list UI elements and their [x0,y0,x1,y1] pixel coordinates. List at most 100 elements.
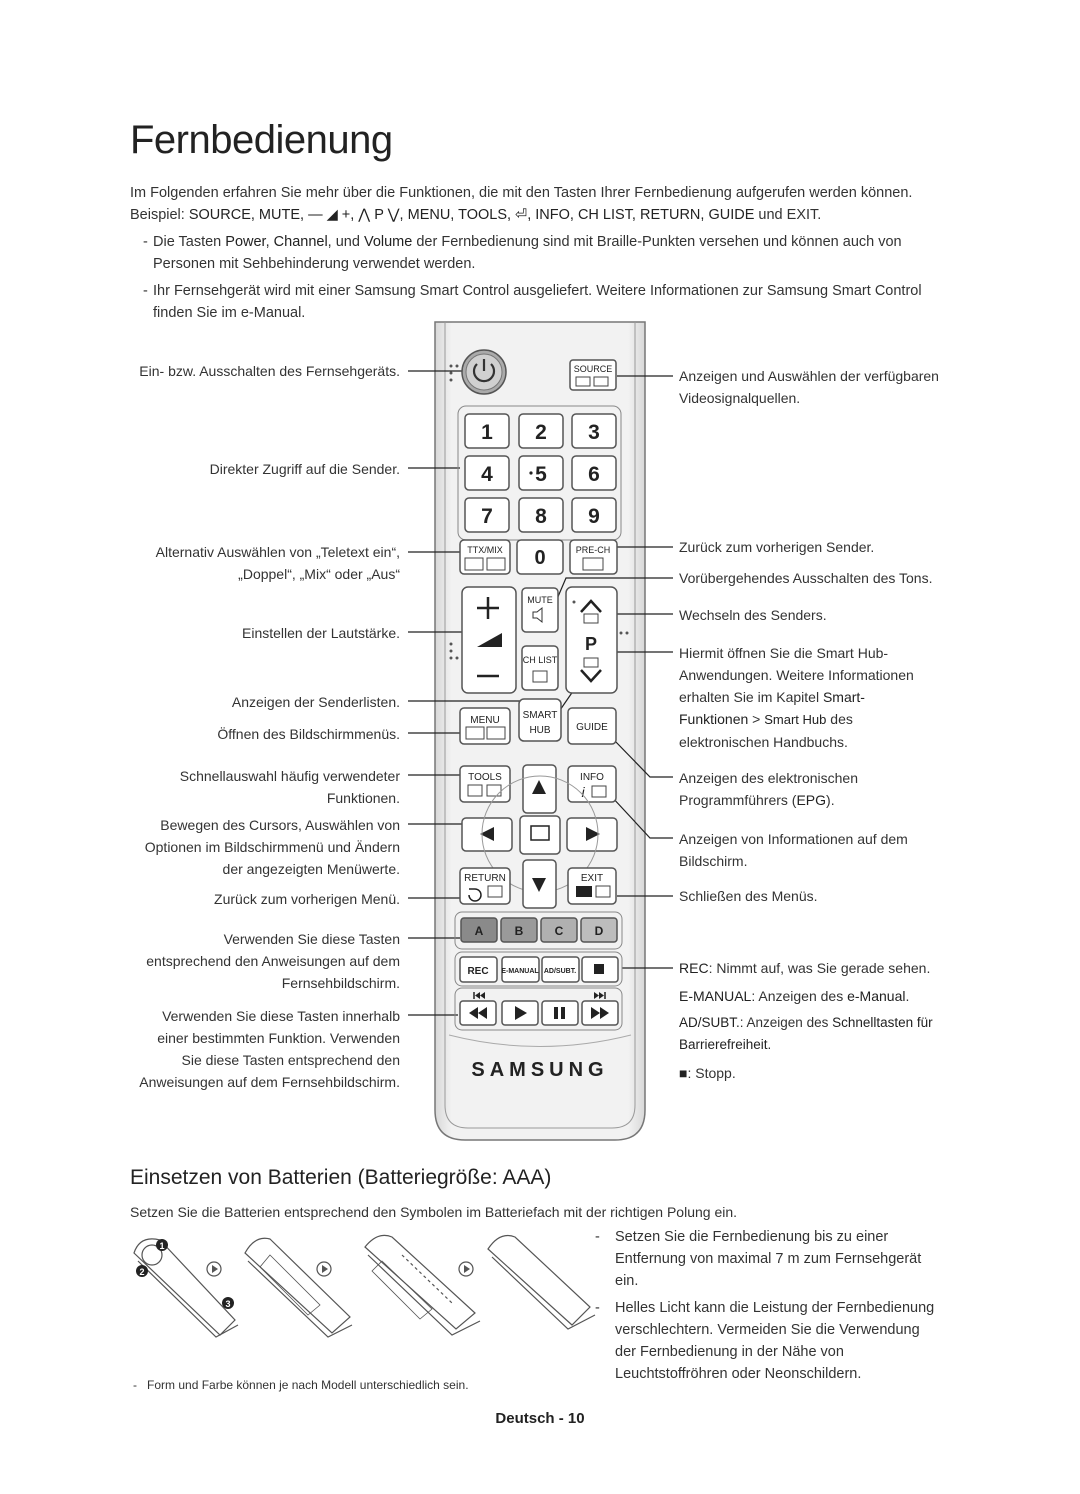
channel-rocker[interactable] [565,586,618,694]
info-button[interactable] [567,765,617,803]
digit-9-button[interactable] [571,497,617,533]
smart-hub-button[interactable] [518,698,562,742]
color-b-button[interactable] [500,917,538,943]
pause-button[interactable] [541,1000,579,1026]
digit-8-label: 8 [535,505,547,528]
skip-next-icon [594,992,606,999]
ttx-mix-button[interactable] [459,539,511,575]
prech-button[interactable] [569,539,618,575]
menu-button[interactable] [459,707,511,745]
battery-bullets: - Setzen Sie die Fernbedienung bis zu ei… [595,1226,965,1385]
label-color-3: Fernsehbildschirm. [281,975,400,991]
digit-9-label: 9 [588,505,600,528]
playback-row-frame [454,987,623,1031]
label-power: Ein- bzw. Ausschalten des Fernsehgeräts. [139,363,400,379]
label-tools-2: Funktionen. [326,790,400,806]
skip-prev-icon [473,992,485,999]
digit-2-button[interactable] [518,413,564,449]
play-icon [515,1006,527,1020]
label-info: Anzeigen von Informationen auf dem Bilds… [679,831,908,869]
braille-dots-power [449,364,459,382]
example-keys: SOURCE, MUTE, — ◢ +, ⋀ P ⋁, MENU, TOOLS,… [188,207,755,223]
label-playback-3: Sie diese Tasten entsprechend den [181,1052,400,1068]
color-d-button[interactable] [580,917,618,943]
emanual-button[interactable] [501,956,540,983]
rec-button[interactable] [459,956,498,983]
digit-6-label: 6 [588,463,600,486]
label-chlist: Anzeigen der Senderlisten. [231,694,400,710]
adsubt-label: AD/SUBT. [544,968,576,975]
label-playback-4: Anweisungen auf dem Fernsehbildschirm. [139,1074,400,1090]
intro-line-2: Beispiel: SOURCE, MUTE, — ◢ +, ⋀ P ⋁, ME… [130,207,822,223]
arrow-left-icon [480,827,494,841]
enter-button[interactable] [519,815,561,855]
braille-dot-5 [529,471,533,475]
battery-intro: Setzen Sie die Batterien entsprechend de… [130,1204,738,1220]
rewind-icon [469,1007,487,1019]
label-playback-1: Verwenden Sie diese Tasten innerhalb [162,1008,400,1024]
digit-6-button[interactable] [571,455,617,491]
label-rec: REC: Nimmt auf, was Sie gerade sehen. [679,960,931,976]
intro-line-1: Im Folgenden erfahren Sie mehr über die … [130,185,913,201]
svg-text:1: 1 [159,1241,164,1251]
return-button[interactable] [459,867,511,905]
exit-icon [576,886,592,897]
label-cursor-1: Bewegen des Cursors, Auswählen von [160,817,400,833]
info-label: INFO [580,772,604,783]
digit-1-button[interactable] [464,413,510,449]
svg-text:2: 2 [139,1267,144,1277]
label-adsubt: AD/SUBT.: Anzeigen des Schnelltasten für… [679,1015,933,1052]
smart-label: SMART [523,710,558,721]
digit-8-button[interactable] [518,497,564,533]
zero-label: 0 [534,547,545,569]
label-numbers: Direkter Zugriff auf die Sender. [209,461,400,477]
braille-dots-channel [572,600,629,635]
label-source: Anzeigen und Auswählen der verfügbaren V… [679,368,939,406]
guide-button[interactable] [567,707,617,745]
digit-5-button[interactable] [518,455,564,491]
stop-icon: ■ [679,1065,688,1081]
label-cursor-3: der angezeigten Menüwerte. [222,861,400,877]
step-badge-1 [156,1239,168,1251]
color-d-label: D [595,924,604,938]
source-button[interactable] [569,359,617,391]
bullet-distance: - Setzen Sie die Fernbedienung bis zu ei… [595,1229,922,1289]
digit-1-label: 1 [481,421,493,444]
guide-label: GUIDE [576,722,608,733]
return-label: RETURN [464,873,506,884]
volume-rocker[interactable] [461,586,517,694]
digit-4-button[interactable] [464,455,510,491]
example-exit: EXIT [786,207,818,223]
exit-label: EXIT [581,873,603,884]
zero-button[interactable] [516,539,564,575]
label-smarthub: Hiermit öffnen Sie die Smart Hub- Anwend… [679,645,914,750]
digit-3-button[interactable] [571,413,617,449]
channel-p-label: P [585,634,597,654]
label-volume: Einstellen der Lautstärke. [242,625,400,641]
color-c-label: C [555,924,564,938]
color-b-label: B [515,924,524,938]
arrow-right-icon [586,827,600,841]
color-c-button[interactable] [540,917,578,943]
samsung-logo: SAMSUNG [471,1059,608,1081]
pause-icon [554,1007,565,1019]
label-guide: Anzeigen des elektronischen Programmführ… [679,770,859,808]
remote-back-3 [364,1234,476,1330]
label-cursor-2: Optionen im Bildschirmmenü und Ändern [144,839,400,855]
battery-illustration: 1 2 3 [133,1234,596,1338]
digit-7-button[interactable] [464,497,510,533]
chlist-button[interactable] [521,645,559,691]
digit-2-label: 2 [535,421,547,444]
label-color-1: Verwenden Sie diese Tasten [223,931,400,947]
color-a-button[interactable] [460,917,498,943]
remote-back-4 [487,1234,591,1326]
adsubt-button[interactable] [541,956,580,983]
label-color-2: entsprechend den Anweisungen auf dem [146,953,400,969]
digit-7-label: 7 [481,505,493,528]
chlist-label: CH LIST [523,655,558,665]
battery-heading: Einsetzen von Batterien (Batteriegröße: … [130,1166,552,1189]
menu-label: MENU [470,715,499,726]
label-ttx-1: Alternativ Auswählen von „Teletext ein“, [155,544,400,560]
channel-down-icon [580,669,602,683]
